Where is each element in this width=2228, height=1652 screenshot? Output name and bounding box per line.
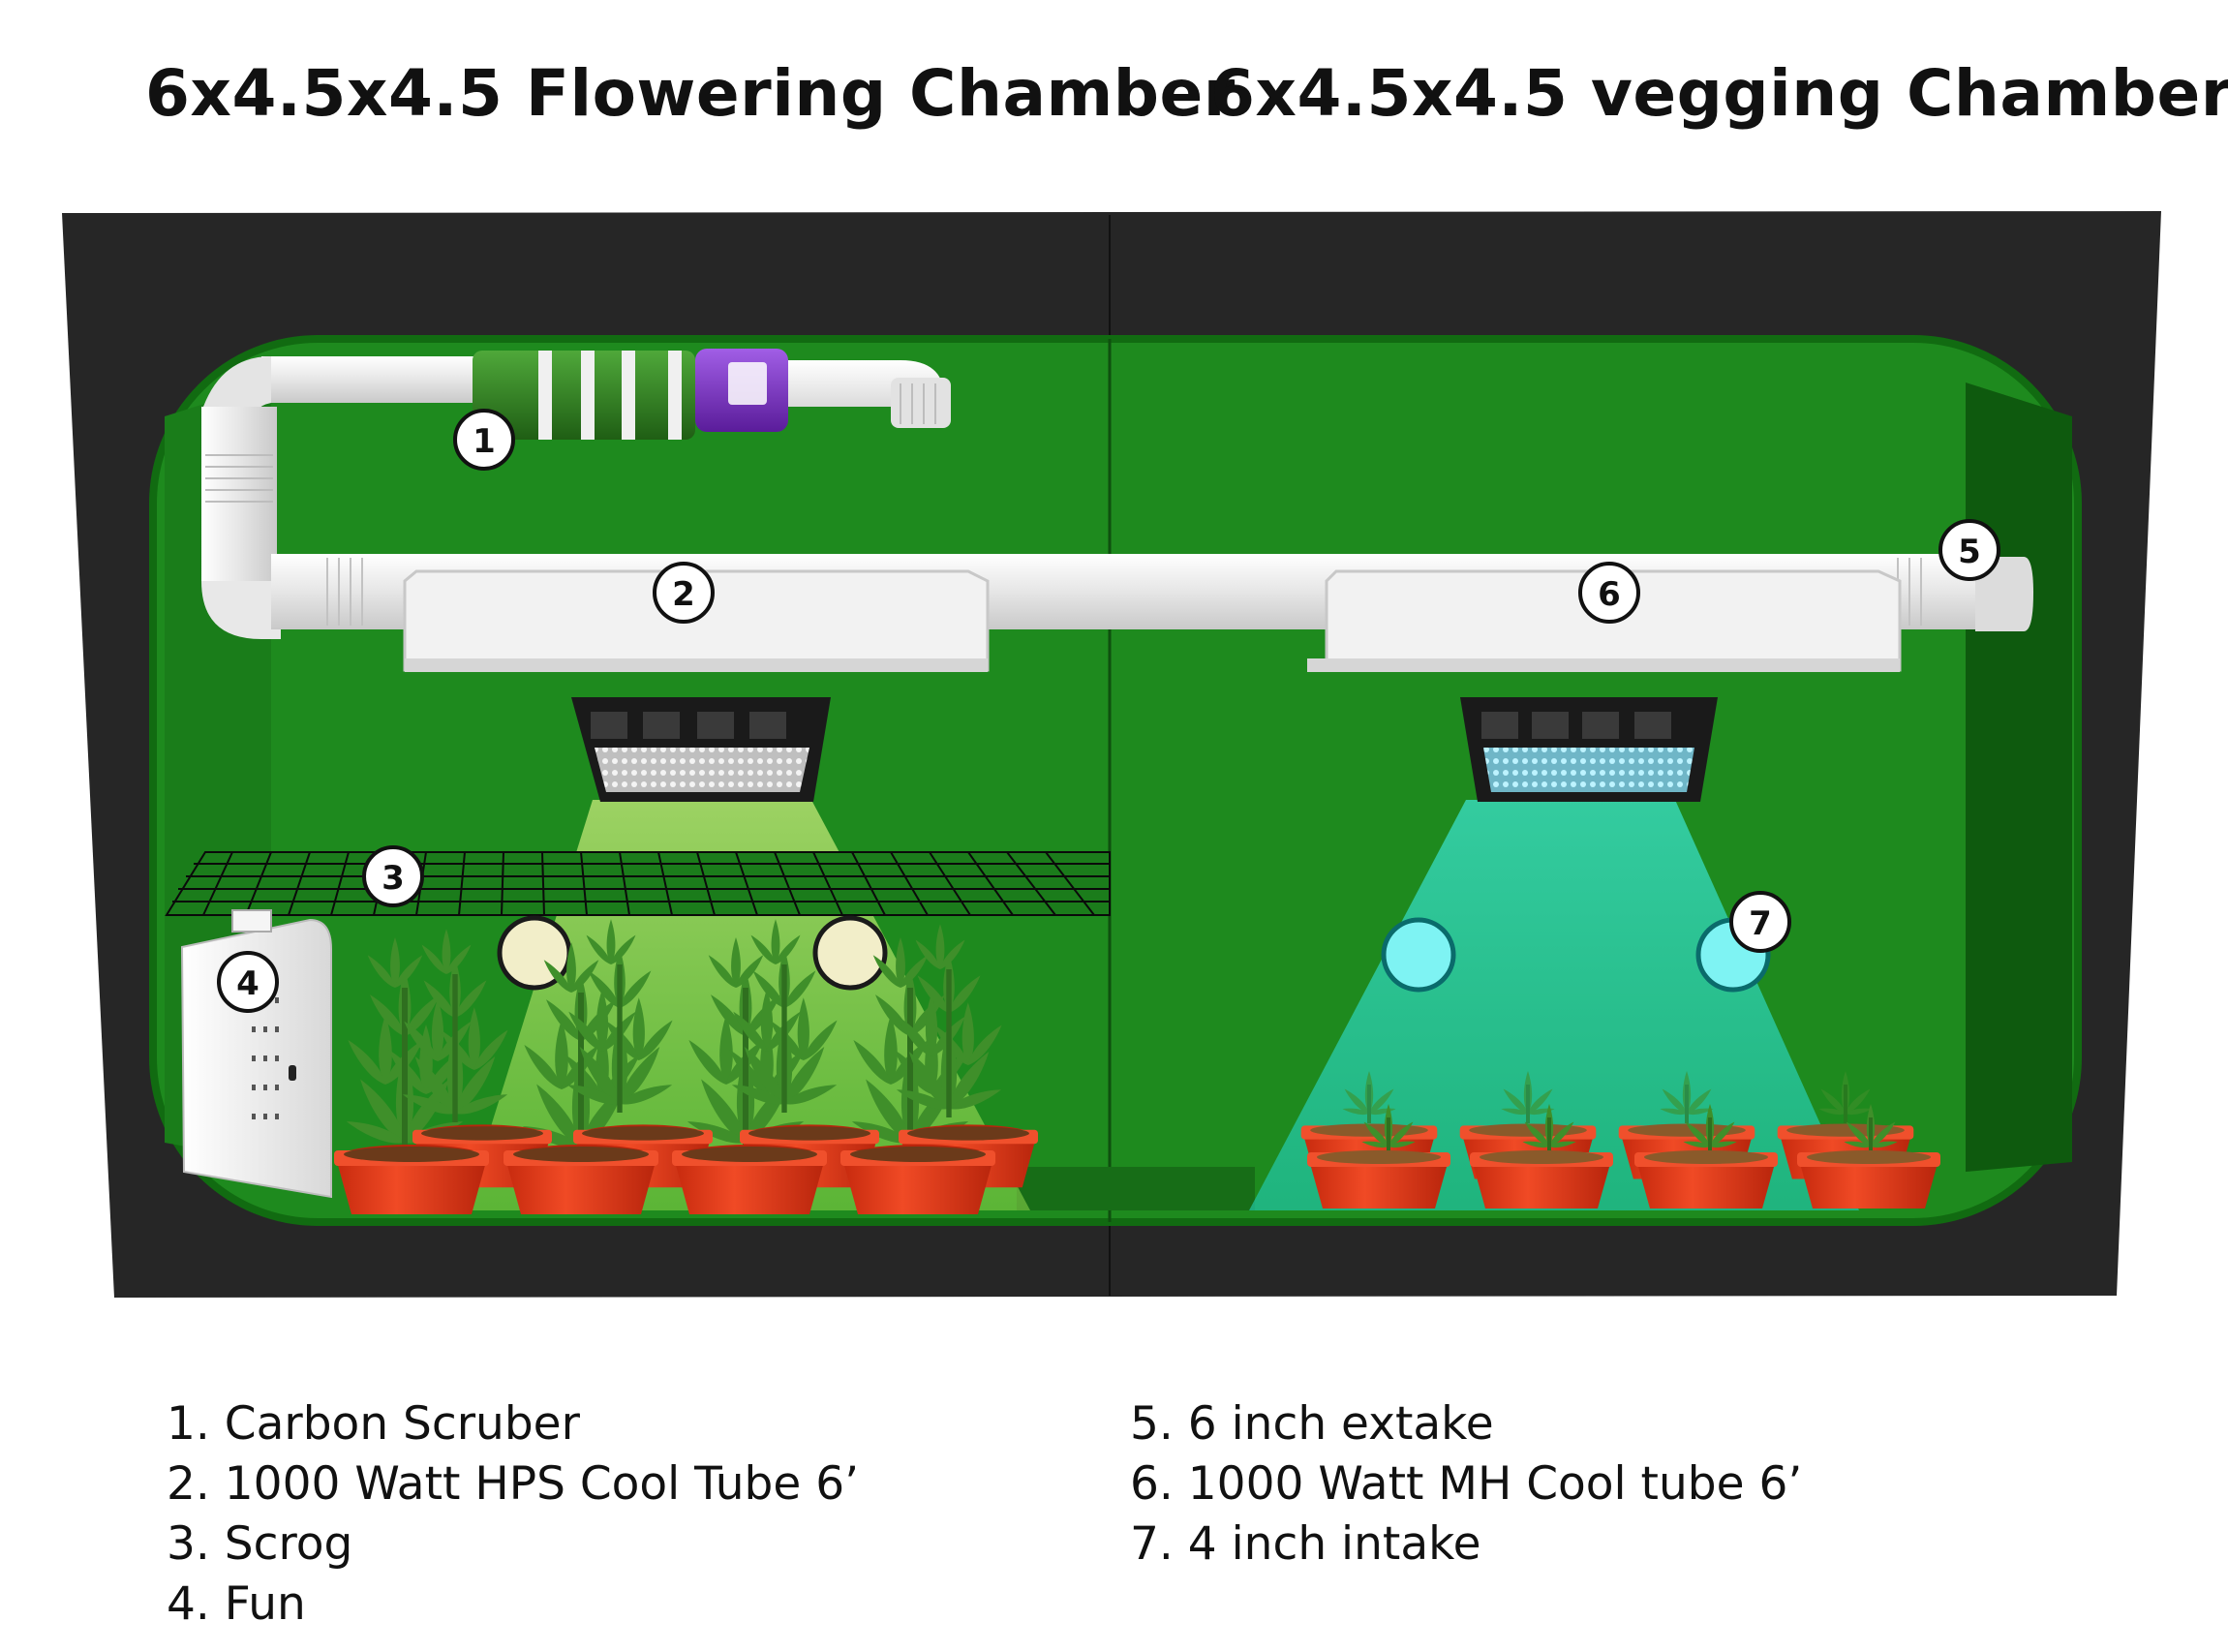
marker-5-label: 5	[1958, 533, 1981, 571]
flowering-chamber-title: 6x4.5x4.5 Flowering Chamber	[145, 56, 1236, 131]
vegging-chamber-title: 6x4.5x4.5 vegging Chamber	[1210, 56, 2228, 131]
legend-item-4: 4. Fun	[167, 1577, 306, 1631]
marker-1-label: 1	[473, 422, 496, 461]
marker-3-label: 3	[382, 859, 405, 898]
marker-1: 1	[453, 409, 515, 471]
marker-4: 4	[217, 951, 279, 1013]
mh-light-beam	[1249, 800, 1859, 1210]
legend-left: 1. Carbon Scruber 2. 1000 Watt HPS Cool …	[167, 1394, 859, 1635]
legend-item-5: 5. 6 inch extake	[1130, 1397, 1494, 1451]
legend-item-2: 2. 1000 Watt HPS Cool Tube 6’	[167, 1457, 860, 1511]
marker-2: 2	[653, 562, 715, 624]
scrog-net	[165, 851, 1111, 916]
marker-6-label: 6	[1598, 575, 1621, 614]
marker-3: 3	[362, 845, 424, 907]
legend-item-6: 6. 1000 Watt MH Cool tube 6’	[1130, 1457, 1803, 1511]
marker-2-label: 2	[672, 575, 695, 614]
marker-5: 5	[1938, 519, 2000, 581]
vegging-led-fixture	[1460, 697, 1718, 802]
flowering-pots	[334, 1124, 1038, 1214]
flowering-led-fixture	[571, 697, 831, 802]
legend-right: 5. 6 inch extake 6. 1000 Watt MH Cool tu…	[1130, 1394, 1802, 1575]
legend-item-1: 1. Carbon Scruber	[167, 1397, 580, 1451]
carbon-scrubber	[473, 349, 951, 440]
marker-4-label: 4	[236, 964, 259, 1003]
legend-item-3: 3. Scrog	[167, 1517, 353, 1571]
marker-6: 6	[1578, 562, 1640, 624]
flowering-intake-ports	[497, 915, 888, 991]
marker-7-label: 7	[1749, 904, 1772, 943]
marker-7: 7	[1729, 891, 1791, 953]
legend-item-7: 7. 4 inch intake	[1130, 1517, 1481, 1571]
